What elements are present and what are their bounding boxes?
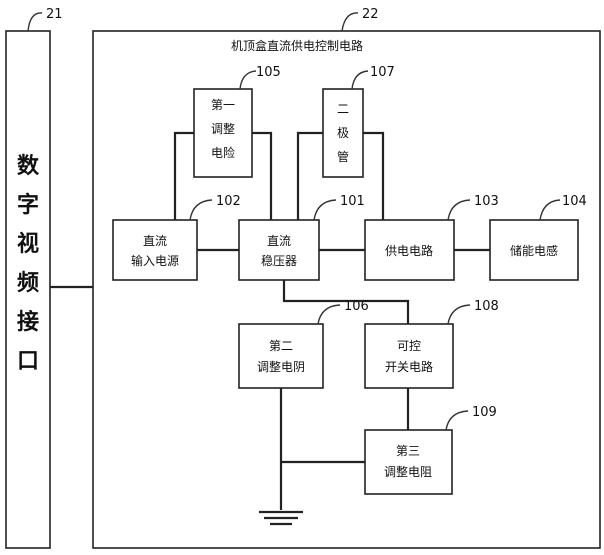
controller-title: 机顶盒直流供电控制电路 [231, 38, 363, 53]
wire-regulator-diode [296, 131, 323, 220]
ref-leader-104 [539, 199, 561, 221]
ref-leader-105 [239, 70, 257, 90]
wire-adjust1-regulator [252, 131, 273, 220]
dc-regulator-box [238, 219, 320, 281]
ref-22: 22 [362, 7, 379, 22]
ref-103: 103 [474, 194, 499, 209]
wire-diode-supply [363, 131, 385, 220]
ref-101: 101 [340, 194, 365, 209]
wire-regulator-switch [282, 280, 410, 324]
ref-107: 107 [370, 65, 395, 80]
second-adjust-label-2: 调整电阴 [257, 359, 305, 374]
second-adjust-resistor-box [238, 323, 324, 389]
inductor-label: 储能电感 [510, 243, 558, 258]
ref-leader-108 [447, 304, 471, 325]
dc-input-label-2: 输入电源 [131, 253, 179, 268]
dc-input-power-box [112, 219, 198, 281]
ref-109: 109 [472, 405, 497, 420]
ref-104: 104 [562, 194, 587, 209]
ref-leader-109 [445, 410, 469, 431]
ref-leader-102 [189, 199, 213, 221]
dc-input-label-1: 直流 [143, 234, 167, 248]
diode-label-3: 管 [337, 149, 349, 164]
ref-leader-107 [351, 70, 369, 90]
supply-circuit-box [364, 219, 455, 281]
video-port-char-1: 数 [17, 153, 40, 179]
video-port-char-4: 频 [17, 271, 39, 296]
diode-box [322, 88, 364, 178]
ref-leader-22 [341, 12, 359, 32]
regulator-label-1: 直流 [267, 234, 291, 248]
second-adjust-label-1: 第二 [269, 339, 293, 353]
ref-leader-101 [313, 199, 337, 221]
first-adjust-resistor-box [193, 88, 253, 178]
third-adjust-resistor-box [364, 429, 453, 495]
ref-106: 106 [344, 299, 369, 314]
third-adjust-label-2: 调整电阻 [384, 464, 432, 479]
video-port-char-6: 口 [17, 349, 39, 374]
first-adjust-label-3: 电险 [211, 145, 235, 160]
video-port-char-5: 接 [17, 310, 39, 335]
video-port-box [5, 30, 51, 549]
switch-label-2: 开关电路 [385, 359, 433, 374]
video-port-char-2: 字 [17, 192, 39, 218]
ref-leader-103 [447, 199, 471, 221]
energy-storage-inductor-box [489, 219, 579, 281]
ref-leader-21 [27, 12, 43, 32]
wire-input-adjust1-left [173, 131, 194, 220]
ref-leader-106 [317, 304, 341, 325]
switch-label-1: 可控 [397, 339, 421, 353]
diode-label-1: 二 [337, 102, 349, 116]
ref-108: 108 [474, 299, 499, 314]
controllable-switch-box [364, 323, 454, 389]
ref-105: 105 [256, 65, 281, 80]
ref-102: 102 [216, 194, 241, 209]
supply-label: 供电电路 [385, 243, 433, 258]
third-adjust-label-1: 第三 [396, 444, 420, 458]
first-adjust-label-1: 第一 [211, 98, 235, 112]
regulator-label-2: 稳压器 [261, 253, 297, 268]
first-adjust-label-2: 调整 [211, 121, 235, 136]
ref-21: 21 [46, 7, 63, 22]
video-port-char-3: 视 [17, 231, 39, 257]
diode-label-2: 极 [337, 126, 349, 140]
